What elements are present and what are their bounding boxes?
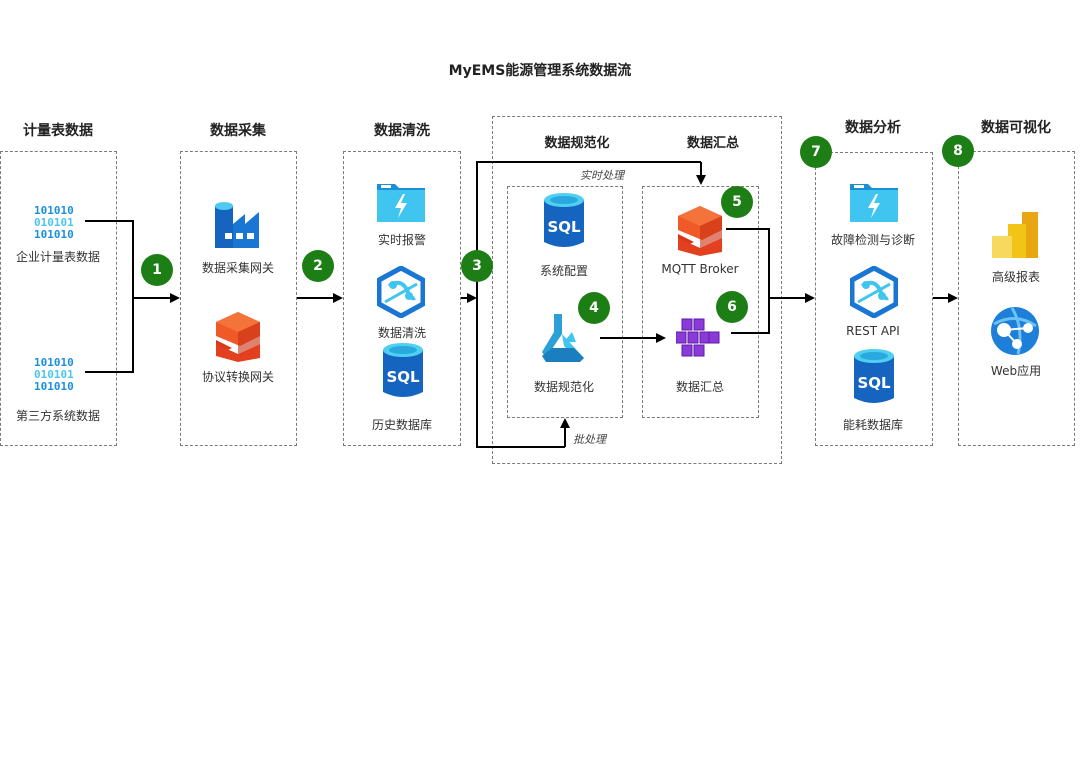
bar-report-icon [992, 212, 1038, 258]
item-aggregate-mqtt: MQTT Broker [661, 262, 739, 276]
step-badge-2: 2 [302, 250, 334, 282]
svg-text:010101: 010101 [34, 368, 74, 381]
meter-merge-line [85, 220, 134, 373]
box-meter [0, 151, 117, 446]
diagram-title: MyEMS能源管理系统数据流 [448, 63, 632, 79]
svg-text:SQL: SQL [857, 374, 891, 392]
stage-title-meter: 计量表数据 [23, 123, 93, 139]
item-normalize-normalize: 数据规范化 [533, 380, 594, 394]
stage-title-analysis: 数据分析 [845, 120, 901, 136]
item-visual-web: Web应用 [990, 364, 1042, 378]
stage-title-collect: 数据采集 [210, 123, 266, 139]
step-badge-5: 5 [721, 186, 753, 218]
data-factory-icon [215, 202, 259, 248]
sql-database-icon: SQL [854, 349, 894, 403]
aggregate-merge-line [726, 228, 770, 334]
item-meter-thirdparty: 第三方系统数据 [15, 409, 100, 423]
binary-data-icon: 101010 010101 101010 [34, 356, 74, 392]
step-badge-7: 7 [800, 136, 832, 168]
synapse-hex-icon [850, 266, 898, 318]
box-clean [343, 151, 461, 446]
box-normalize [507, 186, 623, 418]
step-badge-4: 4 [578, 292, 610, 324]
svg-text:101010: 101010 [34, 356, 74, 369]
flow-label-realtime: 实时处理 [580, 169, 624, 182]
item-analysis-fault: 故障检测与诊断 [830, 233, 915, 247]
box-aggregate [642, 186, 759, 418]
step-badge-6: 6 [716, 291, 748, 323]
svg-text:010101: 010101 [34, 216, 74, 229]
stage-title-visual: 数据可视化 [981, 120, 1051, 136]
box-analysis [815, 152, 933, 446]
item-clean-alert: 实时报警 [377, 233, 426, 247]
item-clean-clean: 数据清洗 [377, 326, 426, 340]
box-processing [492, 116, 782, 464]
item-meter-enterprise: 企业计量表数据 [15, 250, 100, 264]
sql-database-icon: SQL [544, 193, 584, 247]
step-badge-1: 1 [141, 254, 173, 286]
binary-data-icon: 101010 010101 101010 [34, 204, 74, 240]
function-folder-icon [850, 184, 898, 222]
item-collect-gateway: 数据采集网关 [201, 261, 274, 275]
stage-title-clean: 数据清洗 [374, 123, 430, 139]
item-clean-history: 历史数据库 [371, 418, 432, 432]
box-collect [180, 151, 297, 446]
layered-cube-icon [216, 312, 260, 362]
item-analysis-api: REST API [846, 324, 900, 338]
container-cluster-icon [676, 318, 720, 357]
sql-database-icon: SQL [383, 343, 423, 397]
flow-label-batch: 批处理 [573, 433, 606, 446]
item-collect-protocol: 协议转换网关 [201, 370, 274, 384]
item-aggregate-summary: 数据汇总 [675, 380, 724, 394]
stage-title-aggregate: 数据汇总 [686, 136, 739, 151]
item-normalize-config: 系统配置 [539, 264, 588, 278]
box-visual [958, 151, 1075, 446]
web-globe-icon [991, 307, 1039, 355]
synapse-hex-icon [377, 266, 425, 318]
stage-title-normalize: 数据规范化 [544, 136, 610, 151]
item-analysis-energydb: 能耗数据库 [842, 418, 903, 432]
svg-text:101010: 101010 [34, 228, 74, 240]
function-folder-icon [377, 184, 425, 222]
svg-text:SQL: SQL [547, 218, 581, 236]
step-badge-3: 3 [461, 250, 493, 282]
item-visual-report: 高级报表 [991, 270, 1040, 284]
layered-cube-icon [678, 206, 722, 256]
step-badge-8: 8 [942, 135, 974, 167]
svg-text:101010: 101010 [34, 380, 74, 392]
svg-text:101010: 101010 [34, 204, 74, 217]
svg-text:SQL: SQL [386, 368, 420, 386]
split-line [476, 161, 701, 448]
machine-learning-flask-icon [542, 314, 584, 362]
